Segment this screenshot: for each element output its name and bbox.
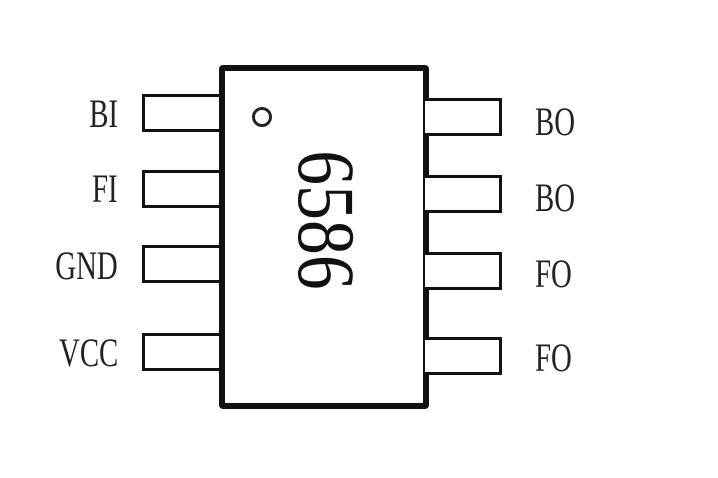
pin-vcc — [142, 333, 219, 371]
chip-part-number: 6586 — [281, 150, 372, 290]
pin1-marker — [252, 107, 272, 127]
pin-label-fo-2: FO — [535, 335, 572, 380]
pin-fi — [142, 170, 219, 208]
pin-fo-1 — [425, 252, 502, 290]
pin-bo-1 — [425, 98, 502, 136]
pin-label-bo-1: BO — [535, 99, 576, 144]
pin-label-vcc: VCC — [58, 330, 118, 375]
pin-label-gnd: GND — [55, 243, 118, 288]
pin-fo-2 — [425, 337, 502, 375]
pin-bi — [142, 94, 219, 132]
pin-gnd — [142, 245, 219, 283]
pin-bo-2 — [425, 175, 502, 213]
pin-label-bo-2: BO — [535, 175, 576, 220]
pin-label-fo-1: FO — [535, 251, 572, 296]
chip-package — [219, 65, 429, 409]
pin-label-bi: BI — [89, 91, 118, 136]
pin-label-fi: FI — [92, 166, 118, 211]
